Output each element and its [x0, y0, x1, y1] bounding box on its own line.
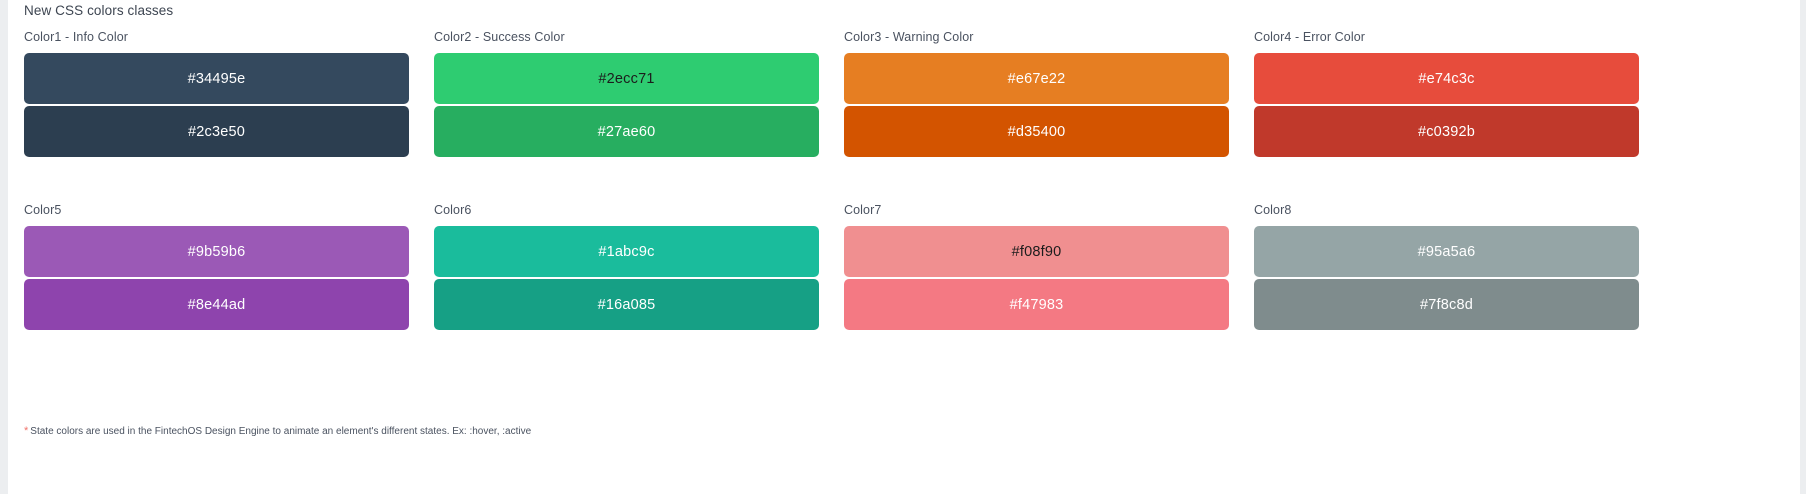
color-swatch[interactable]: #27ae60 — [434, 106, 819, 157]
footnote-text: State colors are used in the FintechOS D… — [30, 426, 532, 437]
color-group: Color2 - Success Color #2ecc71#27ae60 — [434, 30, 819, 157]
color-swatch[interactable]: #7f8c8d — [1254, 279, 1639, 330]
color-group-label: Color4 - Error Color — [1254, 30, 1366, 44]
color-swatch[interactable]: #d35400 — [844, 106, 1229, 157]
color-group-label: Color7 — [844, 203, 882, 217]
footnote-asterisk-icon: * — [24, 425, 29, 437]
color-group-label: Color5 — [24, 203, 62, 217]
color-group-label: Color8 — [1254, 203, 1292, 217]
color-group-label: Color1 - Info Color — [24, 30, 129, 44]
color-group-row: Color5 #9b59b6#8e44ad Color6 #1abc9c#16a085… — [24, 203, 1784, 330]
color-swatch[interactable]: #9b59b6 — [24, 226, 409, 277]
color-group-label: Color3 - Warning Color — [844, 30, 974, 44]
color-group: Color1 - Info Color #34495e#2c3e50 — [24, 30, 409, 157]
color-swatch[interactable]: #e74c3c — [1254, 53, 1639, 104]
color-group: Color7 #f08f90#f47983 — [844, 203, 1229, 330]
color-swatch[interactable]: #2c3e50 — [24, 106, 409, 157]
palette-card: New CSS colors classes Color1 - Info Col… — [8, 0, 1800, 494]
color-swatch[interactable]: #f47983 — [844, 279, 1229, 330]
color-swatch[interactable]: #2ecc71 — [434, 53, 819, 104]
color-group-label: Color2 - Success Color — [434, 30, 565, 44]
color-swatch[interactable]: #95a5a6 — [1254, 226, 1639, 277]
color-swatch[interactable]: #1abc9c — [434, 226, 819, 277]
footnote: *State colors are used in the FintechOS … — [24, 424, 531, 439]
color-group: Color8 #95a5a6#7f8c8d — [1254, 203, 1639, 330]
color-swatch[interactable]: #c0392b — [1254, 106, 1639, 157]
color-swatch[interactable]: #e67e22 — [844, 53, 1229, 104]
color-swatch[interactable]: #16a085 — [434, 279, 819, 330]
color-group: Color4 - Error Color #e74c3c#c0392b — [1254, 30, 1639, 157]
color-groups-grid: Color1 - Info Color #34495e#2c3e50 Color2 … — [24, 30, 1784, 330]
color-group: Color6 #1abc9c#16a085 — [434, 203, 819, 330]
color-group-label: Color6 — [434, 203, 472, 217]
page-title: New CSS colors classes — [24, 3, 174, 18]
color-group-row: Color1 - Info Color #34495e#2c3e50 Color2 … — [24, 30, 1784, 157]
color-swatch[interactable]: #f08f90 — [844, 226, 1229, 277]
color-swatch[interactable]: #8e44ad — [24, 279, 409, 330]
color-group: Color5 #9b59b6#8e44ad — [24, 203, 409, 330]
color-group: Color3 - Warning Color #e67e22#d35400 — [844, 30, 1229, 157]
color-swatch[interactable]: #34495e — [24, 53, 409, 104]
